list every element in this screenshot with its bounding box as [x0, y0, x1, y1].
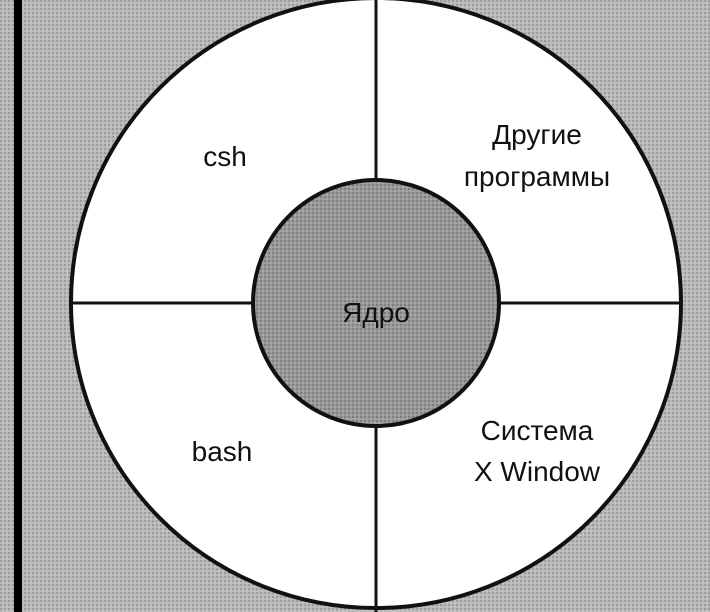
segment-label-bash: bash — [192, 436, 253, 467]
kernel-label: Ядро — [342, 297, 410, 328]
segment-label-other-programs-line1: Другие — [492, 119, 582, 150]
left-border-bar — [14, 0, 22, 612]
kernel-core-circle — [251, 178, 501, 428]
segment-label-x-window-line2: X Window — [474, 456, 601, 487]
segment-label-x-window-line1: Система — [481, 415, 594, 446]
segment-label-csh: csh — [203, 141, 247, 172]
segment-label-other-programs-line2: программы — [464, 161, 610, 192]
